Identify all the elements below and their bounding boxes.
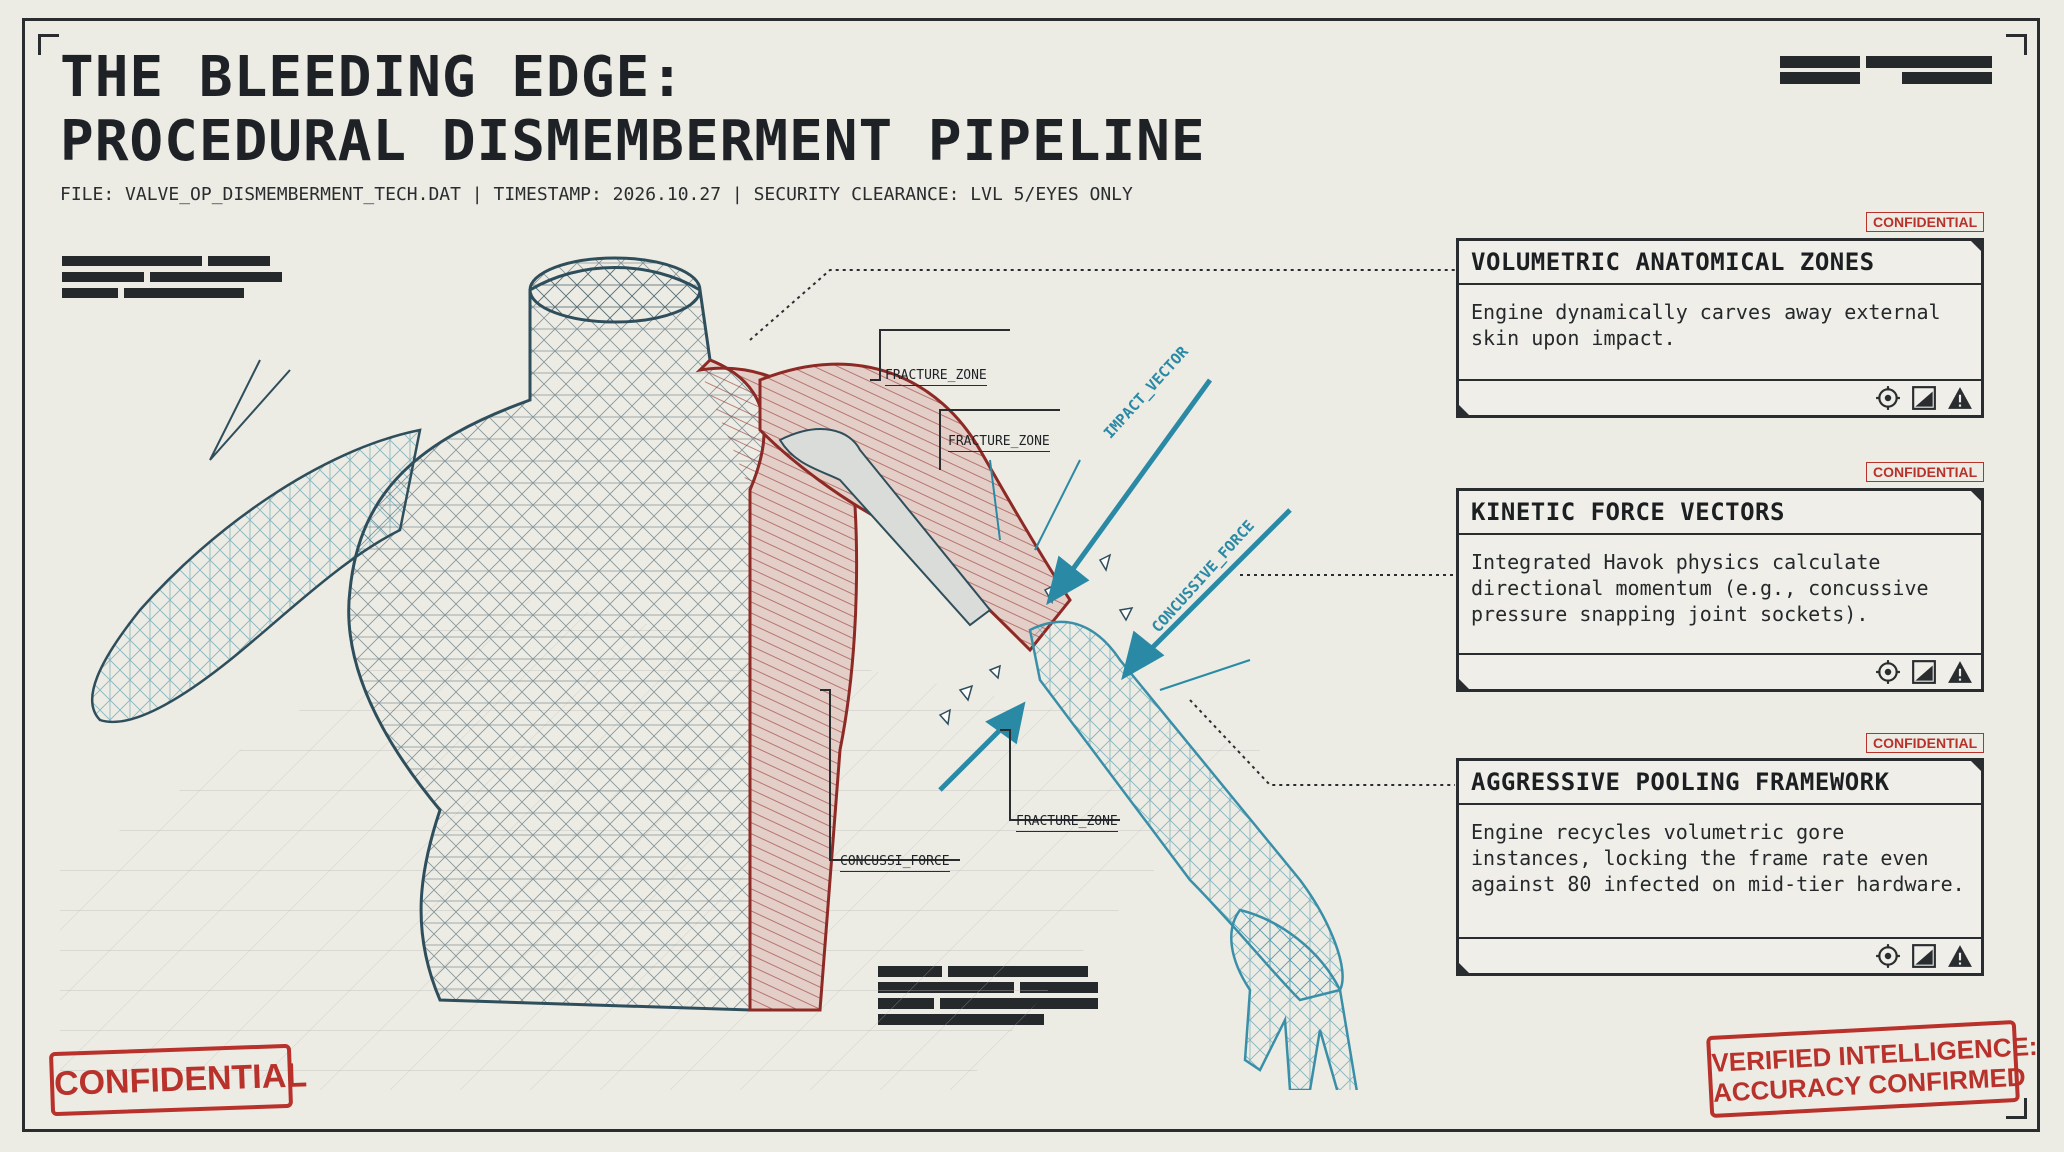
page-title: THE BLEEDING EDGE: PROCEDURAL DISMEMBERM…: [60, 46, 1206, 174]
concussive-force-label: CONCUSSI_FORCE: [840, 854, 950, 872]
redaction-bar: [208, 256, 270, 266]
panel-body: Integrated Havok physics calculate direc…: [1471, 550, 1929, 626]
warning-icon[interactable]: [1947, 385, 1973, 411]
chart-icon[interactable]: [1911, 943, 1937, 969]
redaction-bar: [1780, 72, 1860, 84]
panel-corner-notch: [1456, 402, 1472, 418]
redaction-bar: [124, 288, 244, 298]
confidential-tag: CONFIDENTIAL: [1866, 212, 1985, 232]
left-arm-wireframe: [90, 428, 422, 724]
corner-mark-top-left: [38, 34, 59, 55]
confidential-tag: CONFIDENTIAL: [1866, 733, 1985, 753]
gear-icon[interactable]: [1875, 943, 1901, 969]
hand-wireframe: [1230, 908, 1358, 1090]
panel-footer: [1459, 379, 1981, 415]
panel-footer: [1459, 653, 1981, 689]
confidential-stamp: CONFIDENTIAL: [48, 1043, 308, 1117]
humerus-bone: [778, 428, 992, 627]
info-panel-pooling-framework: AGGRESSIVE POOLING FRAMEWORK Engine recy…: [1456, 758, 1984, 976]
fracture-zone-label: FRACTURE_ZONE: [948, 434, 1050, 452]
corner-mark-top-right: [2006, 34, 2027, 55]
panel-corner-notch: [1456, 960, 1472, 976]
redaction-bar: [1780, 56, 1860, 68]
info-panel-kinetic-vectors: KINETIC FORCE VECTORS Integrated Havok p…: [1456, 488, 1984, 692]
panel-corner-notch: [1456, 676, 1472, 692]
fracture-zone-label: FRACTURE_ZONE: [1016, 814, 1118, 832]
panel-corner-notch: [1968, 758, 1984, 774]
callout-leaders: [749, 269, 1455, 861]
panel-title: AGGRESSIVE POOLING FRAMEWORK: [1459, 761, 1981, 805]
info-panel-volumetric-zones: VOLUMETRIC ANATOMICAL ZONES Engine dynam…: [1456, 238, 1984, 418]
impact-vector-arrows: [938, 378, 1292, 792]
file-metadata: FILE: VALVE_OP_DISMEMBERMENT_TECH.DAT | …: [60, 184, 1133, 205]
document-frame: [22, 18, 2040, 1132]
panel-corner-notch: [1968, 488, 1984, 504]
gear-icon[interactable]: [1875, 385, 1901, 411]
panel-footer: [1459, 937, 1981, 973]
redaction-bar: [1902, 72, 1992, 84]
redaction-bar: [150, 272, 282, 282]
redaction-bar: [62, 256, 202, 266]
panel-body: Engine recycles volumetric gore instance…: [1471, 820, 1965, 896]
panel-title: KINETIC FORCE VECTORS: [1459, 491, 1981, 535]
confidential-tag: CONFIDENTIAL: [1866, 462, 1985, 482]
redaction-bar: [1020, 982, 1098, 993]
redaction-bar: [1866, 56, 1992, 68]
chart-icon[interactable]: [1911, 659, 1937, 685]
chart-icon[interactable]: [1911, 385, 1937, 411]
fracture-zone-label: FRACTURE_ZONE: [885, 368, 987, 386]
warning-icon[interactable]: [1947, 659, 1973, 685]
panel-title: VOLUMETRIC ANATOMICAL ZONES: [1459, 241, 1981, 285]
panel-body: Engine dynamically carves away external …: [1471, 300, 1941, 350]
redaction-bar: [62, 288, 118, 298]
title-line-2: PROCEDURAL DISMEMBERMENT PIPELINE: [60, 109, 1206, 174]
redaction-bar: [62, 272, 144, 282]
gear-icon[interactable]: [1875, 659, 1901, 685]
title-line-1: THE BLEEDING EDGE:: [60, 45, 685, 110]
verified-intelligence-stamp: VERIFIED INTELLIGENCE: ACCURACY CONFIRME…: [1706, 1019, 2038, 1119]
warning-icon[interactable]: [1947, 943, 1973, 969]
anatomical-figure-illustration: [60, 256, 1455, 1090]
neck-cross-section: [528, 256, 702, 324]
panel-corner-notch: [1968, 238, 1984, 254]
corner-mark-bottom-right: [2006, 1098, 2027, 1119]
